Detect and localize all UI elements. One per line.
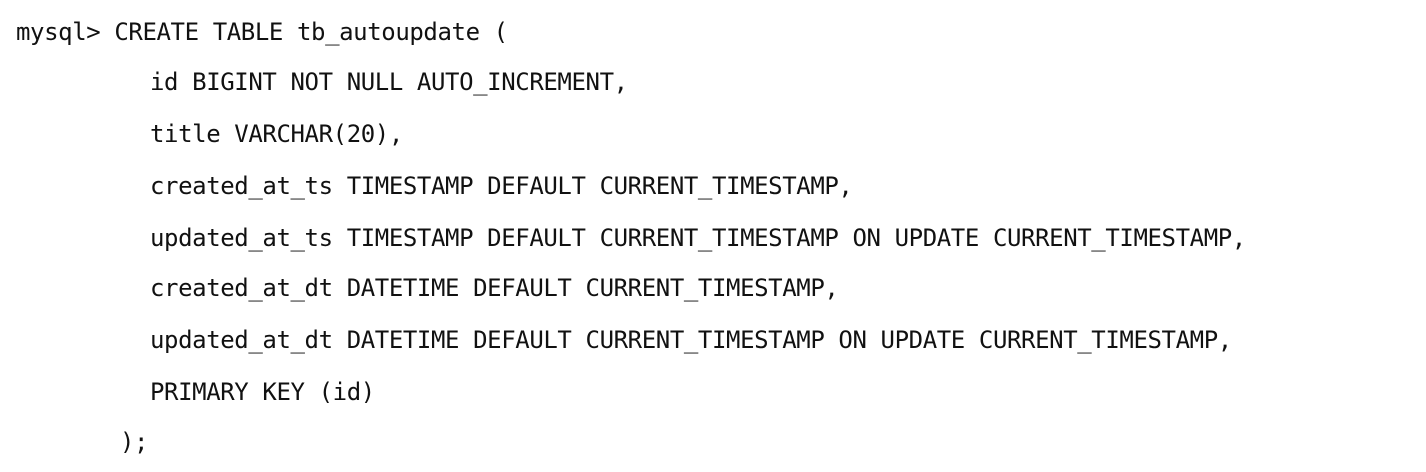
mysql-prompt: mysql> — [16, 18, 101, 46]
column-definition-updated-at-ts: updated_at_ts TIMESTAMP DEFAULT CURRENT_… — [150, 224, 1246, 252]
column-definition-title: title VARCHAR(20), — [150, 120, 403, 148]
primary-key-definition: PRIMARY KEY (id) — [150, 378, 375, 406]
column-definition-id: id BIGINT NOT NULL AUTO_INCREMENT, — [150, 68, 628, 96]
column-definition-created-at-ts: created_at_ts TIMESTAMP DEFAULT CURRENT_… — [150, 172, 853, 200]
column-definition-created-at-dt: created_at_dt DATETIME DEFAULT CURRENT_T… — [150, 274, 839, 302]
column-definition-updated-at-dt: updated_at_dt DATETIME DEFAULT CURRENT_T… — [150, 326, 1232, 354]
create-table-statement: CREATE TABLE tb_autoupdate ( — [100, 18, 508, 46]
statement-terminator: ); — [120, 428, 149, 456]
command-line: mysql> CREATE TABLE tb_autoupdate ( — [16, 17, 508, 47]
